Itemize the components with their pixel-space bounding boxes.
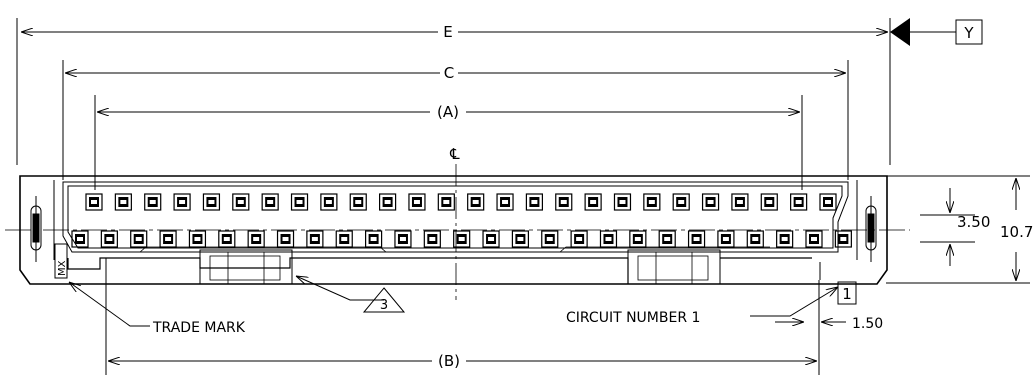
- top-pin: [790, 193, 808, 211]
- bottom-pin: [687, 230, 706, 248]
- right-mounting-ear: [865, 196, 877, 262]
- datum-y: Y: [890, 18, 983, 46]
- bottom-pin: [834, 230, 852, 248]
- dimension-3-50: 3.50: [950, 188, 990, 266]
- top-pin: [555, 193, 573, 211]
- bottom-pin: [570, 230, 588, 248]
- top-pin: [613, 193, 632, 211]
- bottom-pin: [482, 230, 500, 248]
- top-pin: [261, 193, 279, 211]
- dimension-c: C: [65, 64, 846, 82]
- top-pin: [672, 193, 690, 211]
- bottom-pin: [218, 230, 236, 248]
- trade-mark-callout: TRADE MARK: [69, 282, 246, 336]
- bottom-pin: [394, 230, 412, 248]
- bottom-pin: [423, 230, 441, 248]
- connector-body: [19, 175, 888, 285]
- bottom-pin: [629, 230, 647, 248]
- circuit-callout: CIRCUIT NUMBER 1: [566, 287, 838, 326]
- top-pin: [290, 193, 309, 211]
- extension-lines: [16, 18, 1030, 375]
- top-pin: [114, 193, 132, 211]
- bottom-pin: [541, 230, 559, 248]
- top-pin: [202, 193, 221, 211]
- bottom-pin: [188, 230, 207, 248]
- left-mounting-ear: [30, 196, 42, 262]
- top-pin: [437, 193, 455, 211]
- bottom-pin: [365, 230, 383, 248]
- bottom-pin: [335, 230, 353, 248]
- top-pin: [144, 193, 162, 211]
- top-pin: [731, 193, 749, 211]
- top-pin: [408, 193, 426, 211]
- note-3-callout: 3: [296, 276, 406, 313]
- bottom-pin: [306, 230, 324, 248]
- top-pin: [525, 193, 544, 211]
- top-pin: [320, 193, 338, 211]
- bottom-pin: [658, 230, 676, 248]
- bottom-pin: [717, 230, 735, 248]
- height-value: 10.7: [1000, 223, 1033, 241]
- datum-label: Y: [963, 24, 974, 42]
- dimension-c-label: C: [444, 64, 454, 82]
- bottom-pin: [130, 230, 148, 248]
- connector-outline: [19, 175, 888, 285]
- top-pin: [379, 193, 397, 211]
- top-pin: [760, 193, 778, 211]
- top-pin: [467, 193, 485, 211]
- dimension-b-label: (B): [438, 352, 460, 370]
- dimension-e-label: E: [443, 23, 452, 41]
- circuit-label: CIRCUIT NUMBER 1: [566, 310, 700, 326]
- dimension-b: (B): [108, 352, 817, 370]
- dimension-a-label: (A): [437, 103, 459, 121]
- trade-mark-logo-text: MX: [57, 260, 68, 276]
- centerline: ℄: [449, 145, 460, 300]
- top-pin: [819, 193, 837, 211]
- top-pin: [173, 193, 191, 211]
- bottom-pin-row: [71, 230, 852, 248]
- dimension-a: (A): [97, 103, 800, 121]
- datum-box: [955, 19, 983, 45]
- note-3-number: 3: [380, 298, 388, 313]
- bottom-pin: [71, 230, 89, 248]
- circuit-number-text: 1: [842, 285, 852, 303]
- bottom-pin: [776, 230, 794, 248]
- offset-value: 1.50: [852, 316, 883, 332]
- top-pin: [643, 193, 661, 211]
- centerline-label: ℄: [449, 145, 460, 163]
- top-pin: [701, 193, 720, 211]
- bottom-pin: [276, 230, 295, 248]
- bottom-pin: [159, 230, 177, 248]
- top-pin: [232, 193, 250, 211]
- bottom-pin: [805, 230, 823, 248]
- datum-triangle: [890, 18, 910, 46]
- top-pin-row: [85, 193, 837, 211]
- top-pin: [584, 193, 602, 211]
- circuit-number-box: 1: [837, 281, 857, 305]
- trade-mark-label: TRADE MARK: [152, 320, 246, 336]
- trade-mark-logo: MX: [54, 243, 68, 279]
- top-pin: [85, 193, 103, 211]
- dimension-10-7: 10.7: [1000, 178, 1033, 281]
- top-pin: [349, 193, 367, 211]
- pitch-value: 3.50: [957, 213, 990, 231]
- bottom-pin: [453, 230, 471, 248]
- bottom-pin: [100, 230, 118, 248]
- note-3-triangle: [362, 287, 406, 313]
- bottom-pin: [247, 230, 265, 248]
- bottom-pin: [599, 230, 618, 248]
- bottom-pin: [511, 230, 530, 248]
- dimension-e: E: [21, 23, 888, 41]
- dimension-1-50: 1.50: [775, 316, 883, 332]
- top-pin: [496, 193, 514, 211]
- bottom-pin: [746, 230, 764, 248]
